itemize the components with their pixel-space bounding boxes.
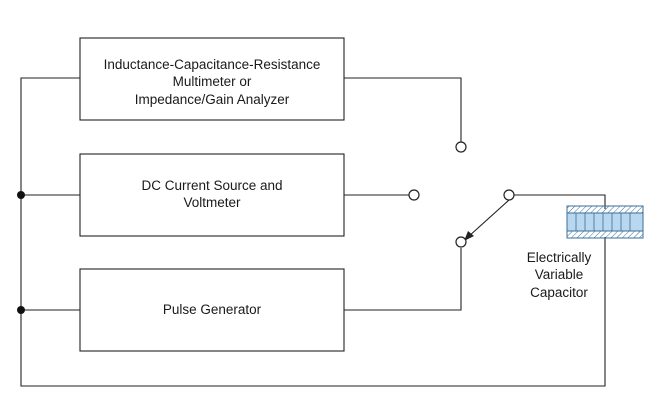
capacitor-label-line2: Variable xyxy=(535,267,584,282)
switch-terminal-lcr xyxy=(455,141,467,153)
lcr-label-line1: Inductance-Capacitance-Resistance xyxy=(104,57,321,72)
lcr-label-line2: Multimeter or xyxy=(173,74,252,89)
pulse-right-wire xyxy=(344,248,462,311)
lcr-label-line3: Impedance/Gain Analyzer xyxy=(135,92,290,107)
switch-arrow-head xyxy=(464,231,474,241)
switch-terminal-pulse xyxy=(455,236,467,248)
switch-terminal-common xyxy=(503,189,515,201)
wiring xyxy=(20,77,606,387)
lcr-meter-box: Inductance-Capacitance-Resistance Multim… xyxy=(79,37,345,121)
dc-label-line2: Voltmeter xyxy=(183,195,241,210)
variable-capacitor: Electrically Variable Capacitor xyxy=(527,205,644,300)
capacitor-plate-bottom xyxy=(566,230,644,239)
junction-dot-pulse xyxy=(17,306,25,314)
lcr-right-wire xyxy=(344,77,462,142)
left-bus-wire xyxy=(20,77,606,387)
dc-source-box: DC Current Source and Voltmeter xyxy=(79,153,345,237)
capacitor-label-line3: Capacitor xyxy=(530,285,588,300)
dc-label-line1: DC Current Source and xyxy=(141,178,282,193)
common-to-capacitor-wire xyxy=(514,194,606,209)
pulse-label: Pulse Generator xyxy=(163,302,262,317)
switch-arm xyxy=(467,199,510,238)
junction-dot-dc xyxy=(17,191,25,199)
capacitor-plate-top xyxy=(566,205,644,214)
switch-terminal-dc xyxy=(408,189,420,201)
capacitor-label-line1: Electrically xyxy=(527,250,592,265)
capacitor-dielectric xyxy=(566,212,644,232)
pulse-generator-box: Pulse Generator xyxy=(79,268,345,352)
